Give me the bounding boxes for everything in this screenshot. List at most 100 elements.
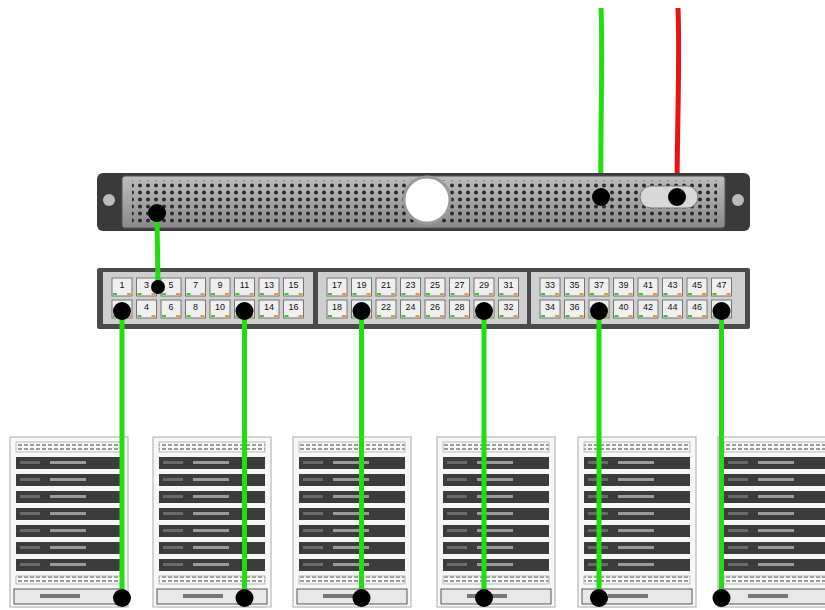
connector-dot [590, 589, 608, 607]
port-socket [401, 278, 421, 296]
patch-wire [482, 309, 487, 598]
port-socket [663, 278, 683, 296]
port-socket [614, 278, 634, 296]
port-number: 3 [137, 278, 157, 292]
connector-dot [590, 302, 608, 320]
port-led [152, 293, 156, 295]
port-socket [259, 300, 279, 318]
rack [293, 437, 411, 607]
port-number: 36 [565, 300, 585, 314]
port-led [113, 293, 117, 295]
port-number: 22 [376, 300, 396, 314]
port-led [187, 315, 191, 317]
port-led [299, 315, 303, 317]
connector-dot [353, 302, 371, 320]
port-socket [474, 278, 494, 296]
port-number: 29 [474, 278, 494, 292]
port-number: 4 [137, 300, 157, 314]
port-led [260, 315, 264, 317]
port-led [727, 293, 731, 295]
port-led [176, 293, 180, 295]
port-led [353, 293, 357, 295]
port-number: 31 [499, 278, 519, 292]
port-socket [327, 278, 347, 296]
port-led [285, 293, 289, 295]
port-number: 41 [638, 278, 658, 292]
connector-dot [475, 589, 493, 607]
port-led [465, 315, 469, 317]
connector-dot [668, 188, 686, 206]
port-number: 8 [186, 300, 206, 314]
port-led [615, 293, 619, 295]
port-led [250, 293, 254, 295]
port-socket [401, 300, 421, 318]
port-socket [284, 300, 304, 318]
port-led [555, 315, 559, 317]
port-led [342, 315, 346, 317]
port-led [402, 315, 406, 317]
port-led [541, 315, 545, 317]
port-led [664, 293, 668, 295]
port-socket [284, 278, 304, 296]
port-socket [235, 278, 255, 296]
port-led [152, 315, 156, 317]
port-led [377, 315, 381, 317]
port-led [639, 315, 643, 317]
port-led [187, 293, 191, 295]
port-socket [712, 278, 732, 296]
patch-wire [359, 309, 364, 598]
port-socket [687, 278, 707, 296]
port-number: 37 [589, 278, 609, 292]
port-led [566, 315, 570, 317]
port-led [702, 293, 706, 295]
port-number: 43 [663, 278, 683, 292]
connector-dot [113, 589, 131, 607]
port-number: 16 [284, 300, 304, 314]
port-led [285, 315, 289, 317]
port-led [451, 315, 455, 317]
port-socket [425, 278, 445, 296]
port-number: 19 [352, 278, 372, 292]
port-led [514, 315, 518, 317]
port-number: 1 [112, 278, 132, 292]
port-socket [210, 300, 230, 318]
port-led [451, 293, 455, 295]
connector-dot [148, 204, 166, 222]
port-led [416, 315, 420, 317]
port-led [402, 293, 406, 295]
port-socket [352, 278, 372, 296]
port-socket [589, 278, 609, 296]
port-socket [540, 300, 560, 318]
port-number: 6 [161, 300, 181, 314]
port-led [653, 315, 657, 317]
port-led [328, 293, 332, 295]
port-socket [540, 278, 560, 296]
connector-dot [151, 280, 165, 294]
port-led [629, 293, 633, 295]
connector-dot [236, 302, 254, 320]
port-led [426, 315, 430, 317]
port-socket [565, 300, 585, 318]
port-led [211, 293, 215, 295]
port-socket [376, 278, 396, 296]
port-number: 7 [186, 278, 206, 292]
port-led [342, 293, 346, 295]
port-led [274, 293, 278, 295]
port-led [440, 293, 444, 295]
port-number: 47 [712, 278, 732, 292]
rack [10, 437, 128, 607]
port-socket [614, 300, 634, 318]
port-number: 9 [210, 278, 230, 292]
port-number: 32 [499, 300, 519, 314]
connector-dot [475, 302, 493, 320]
patch-panel [97, 268, 750, 329]
port-socket [450, 278, 470, 296]
port-led [604, 293, 608, 295]
connector-dot [713, 589, 731, 607]
port-socket [327, 300, 347, 318]
port-led [176, 315, 180, 317]
port-socket [210, 278, 230, 296]
port-number: 13 [259, 278, 279, 292]
port-led [688, 293, 692, 295]
connector-dot [713, 302, 731, 320]
